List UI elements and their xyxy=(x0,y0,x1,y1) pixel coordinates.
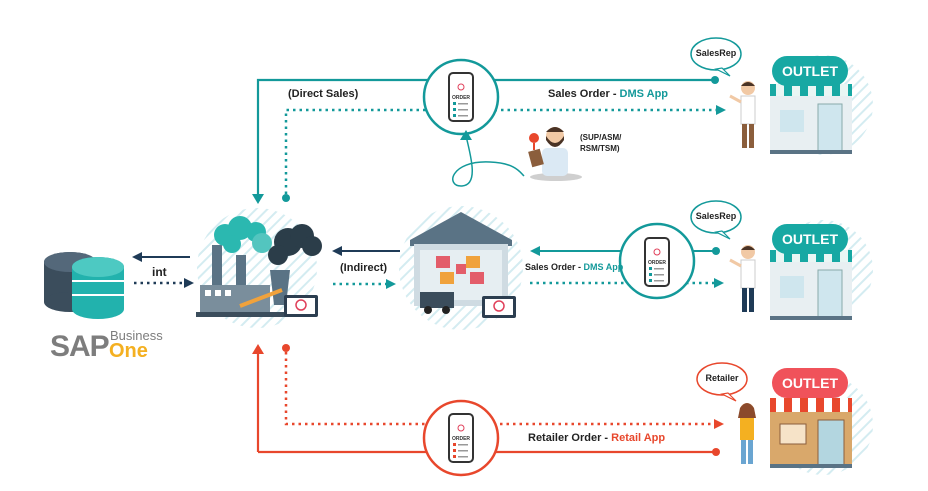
salesrep-middle-person xyxy=(729,245,756,312)
sales-order-top-label: Sales Order - DMS App xyxy=(548,88,668,100)
sales-order-mid-app: DMS App xyxy=(583,262,624,272)
outlet-top xyxy=(770,56,852,154)
bubble-salesrep-middle-text: SalesRep xyxy=(695,211,737,221)
phone-circle-top xyxy=(422,58,500,136)
sap-business: Business xyxy=(110,328,163,343)
outlet-middle xyxy=(770,224,852,320)
supervisor-roles-label: (SUP/ASM/ RSM/TSM) xyxy=(580,132,621,154)
sales-order-top-app: DMS App xyxy=(619,88,669,100)
phone-circle-bottom xyxy=(422,399,500,477)
top-direct-sales-line xyxy=(252,76,726,204)
supervisor-curl-arrow xyxy=(452,130,525,187)
outlet-bottom xyxy=(770,368,852,468)
outlet-bottom-label: OUTLET xyxy=(782,375,838,391)
phone-middle-screen-text: ORDER xyxy=(647,260,667,266)
salesrep-top-person xyxy=(729,81,756,148)
bubble-salesrep-middle xyxy=(690,200,742,240)
warehouse-icon xyxy=(410,212,516,318)
supervisor-roles-line-2: RSM/TSM) xyxy=(580,144,620,153)
bubble-retailer xyxy=(696,362,748,402)
factory-icon xyxy=(196,216,322,317)
int-label: int xyxy=(152,265,167,279)
database-icon xyxy=(44,252,124,319)
outlet-middle-label: OUTLET xyxy=(782,231,838,247)
sales-order-mid-label: Sales Order - DMS App xyxy=(525,262,623,272)
outlet-top-label: OUTLET xyxy=(782,63,838,79)
supervisor-person-icon xyxy=(528,127,582,181)
retailer-order-prefix: Retailer Order - xyxy=(528,432,612,444)
bubble-retailer-text: Retailer xyxy=(705,373,739,383)
indirect-label: (Indirect) xyxy=(340,262,388,274)
phone-top-screen-text: ORDER xyxy=(451,95,471,101)
supervisor-roles-line-1: (SUP/ASM/ xyxy=(580,133,622,142)
retailer-order-app: Retail App xyxy=(611,432,666,444)
sales-order-top-prefix: Sales Order - xyxy=(548,88,620,100)
retailer-person xyxy=(738,403,756,464)
direct-sales-label: (Direct Sales) xyxy=(288,88,359,100)
phone-circle-middle xyxy=(618,222,696,300)
bubble-salesrep-top-text: SalesRep xyxy=(695,48,737,58)
phone-bottom-screen-text: ORDER xyxy=(451,436,471,442)
sales-order-mid-prefix: Sales Order - xyxy=(525,262,584,272)
retailer-order-label: Retailer Order - Retail App xyxy=(528,432,665,444)
bubble-salesrep-top xyxy=(690,37,742,77)
sap-one: One xyxy=(109,340,148,362)
sap-brand: SAP xyxy=(50,330,110,363)
